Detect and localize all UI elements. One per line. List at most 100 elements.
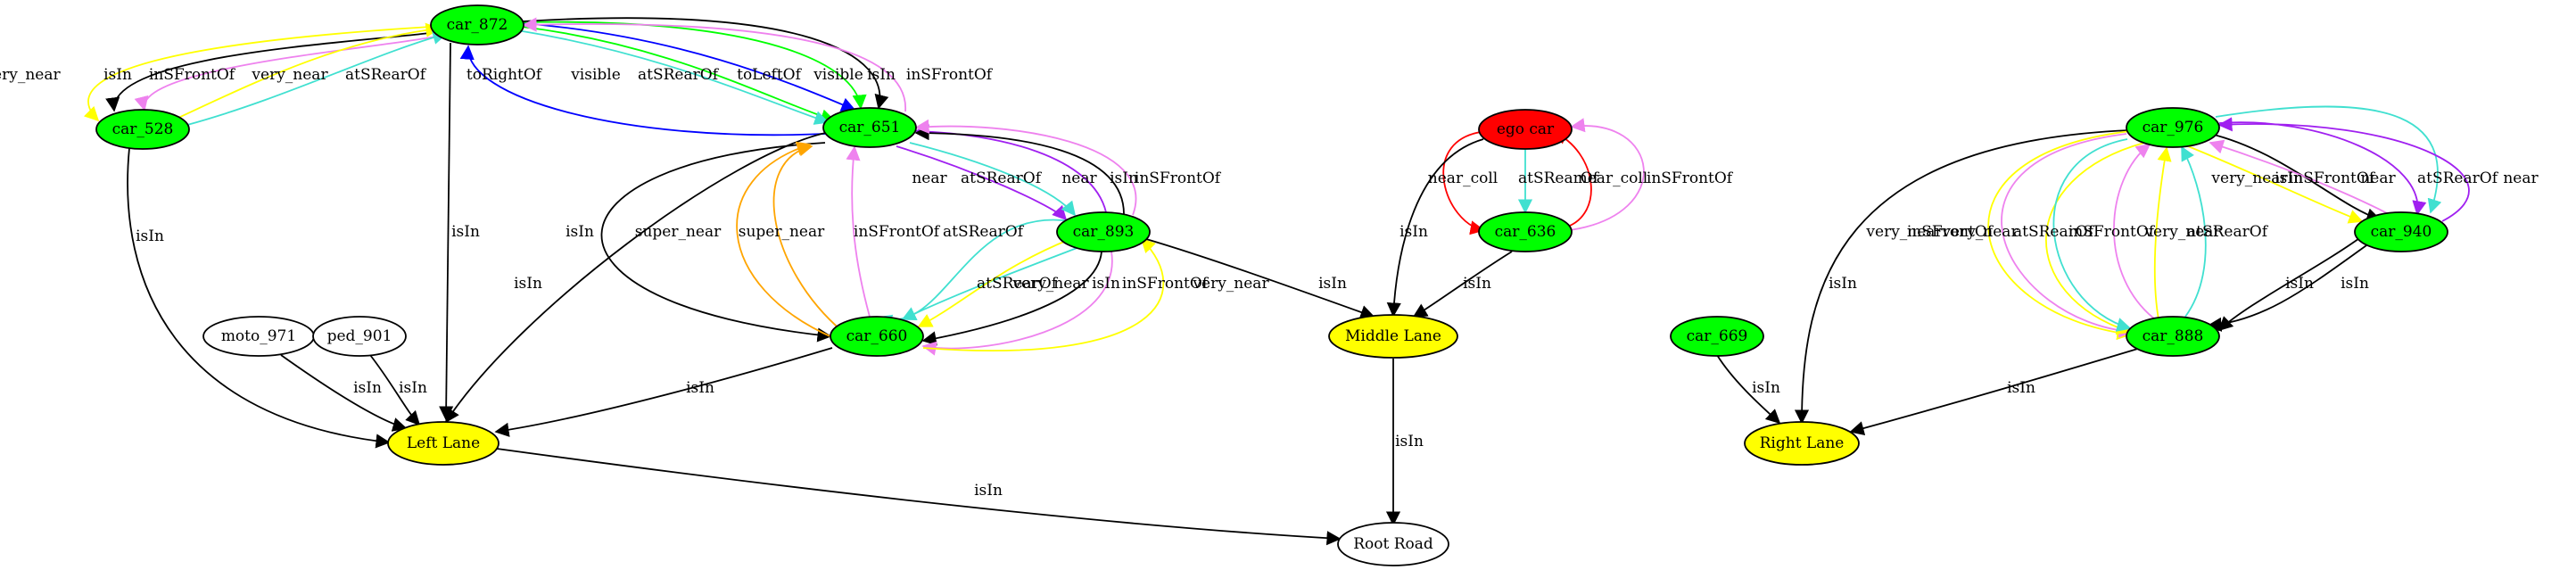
edge-label-e9: visible [570, 66, 621, 84]
edge-e32 [280, 354, 408, 432]
node-label: Left Lane [407, 434, 480, 452]
edge-label-e12: visible [813, 66, 863, 84]
edge-label-e52: atSRearOf [2187, 223, 2269, 241]
edge-labels-layer: very_nearisIninSFrontOfvery_nearatSRearO… [0, 66, 2539, 500]
node-ellipse [1744, 421, 1860, 466]
edge-label-e57: atSRearOf [2417, 169, 2499, 187]
edge-e55 [2209, 139, 2390, 215]
node-ped-901: ped_901 [312, 316, 407, 357]
edge-label-e58: near [2503, 169, 2539, 187]
node-label: car_872 [447, 16, 508, 34]
edge-label-e53: very_near [2210, 169, 2288, 187]
edge-label-e49: atSRearOf [2013, 223, 2095, 241]
edge-label-e22: atSRearOf [961, 169, 1043, 187]
edge-e11 [521, 22, 856, 112]
node-car-888: car_888 [2126, 316, 2220, 357]
node-ellipse [1478, 109, 1573, 150]
edge-label-e42: isIn [1395, 433, 1424, 450]
edge-e40 [1386, 138, 1484, 318]
edge-label-e3: inSFrontOf [149, 66, 236, 84]
edge-label-e39: inSFrontOf [1647, 169, 1734, 187]
edge-label-e19: inSFrontOf [854, 223, 941, 241]
edge-label-e27: very_near [1011, 275, 1089, 293]
edges-layer [83, 17, 2470, 546]
node-left-lane: Left Lane [387, 421, 500, 466]
edge-e59 [2217, 235, 2363, 332]
node-ellipse [312, 316, 407, 357]
node-label: car_669 [1687, 327, 1748, 345]
edge-e19 [846, 145, 871, 318]
node-label: Right Lane [1760, 434, 1845, 452]
edge-label-e28: isIn [1092, 275, 1120, 293]
node-label: Middle Lane [1345, 327, 1441, 345]
edge-label-e21: near [912, 169, 947, 187]
node-ellipse [1328, 314, 1458, 359]
edge-label-e60: isIn [2341, 275, 2369, 293]
node-car-872: car_872 [430, 4, 524, 45]
edge-label-e15: isIn [514, 275, 542, 293]
edge-label-e55: inSFrontOf [2289, 169, 2376, 187]
edge-label-e41: isIn [1463, 275, 1491, 293]
node-label: car_636 [1495, 223, 1556, 241]
edge-e47 [2001, 133, 2134, 338]
node-label: moto_971 [221, 327, 296, 345]
node-label: car_893 [1073, 223, 1135, 241]
edge-label-e29: inSFrontOf [1122, 275, 1210, 293]
edge-e18 [772, 142, 844, 333]
edge-label-e35: isIn [1318, 275, 1347, 293]
edge-e53 [2174, 140, 2364, 224]
node-car-940: car_940 [2354, 211, 2448, 252]
node-ellipse [1670, 316, 1764, 357]
edge-label-e24: isIn [1110, 169, 1138, 187]
edge-label-e38: near_coll [1578, 169, 1647, 187]
edge-label-e51: very_near [2143, 223, 2221, 241]
edge-e39 [1569, 118, 1645, 231]
edge-label-e50: inSFrontOf [2068, 223, 2156, 241]
node-ellipse [1337, 522, 1449, 566]
edge-e2 [105, 31, 438, 112]
edge-label-e18: super_near [739, 223, 825, 241]
edge-e21 [896, 145, 1068, 221]
edge-label-e17: super_near [635, 223, 722, 241]
node-ellipse [2126, 316, 2220, 357]
edge-e25 [914, 119, 1137, 216]
node-label: ego car [1497, 120, 1555, 138]
edge-label-e10: atSRearOf [638, 66, 720, 84]
edge-label-e40: isIn [1399, 223, 1428, 241]
edge-e17 [736, 141, 835, 339]
edge-e44 [1794, 129, 2131, 425]
edge-label-e45: isIn [2007, 379, 2035, 397]
edge-e31 [494, 347, 833, 437]
edge-e6 [127, 147, 391, 449]
edge-e29 [921, 251, 1113, 356]
edge-e38 [1552, 130, 1592, 228]
edge-e43 [1716, 354, 1781, 425]
node-label: car_940 [2371, 223, 2432, 241]
edge-e33 [369, 354, 421, 426]
edge-label-e59: isIn [2285, 275, 2314, 293]
edge-label-e13: isIn [867, 66, 896, 84]
edge-e57 [2215, 105, 2442, 214]
edge-label-e46: very_near [1865, 223, 1943, 241]
node-label: car_528 [112, 120, 174, 138]
node-label: car_660 [846, 327, 908, 345]
node-car-651: car_651 [822, 107, 917, 148]
edge-label-e48: very_near [1941, 223, 2019, 241]
edge-label-e25: inSFrontOf [1135, 169, 1222, 187]
edge-label-e11: toLeftOf [737, 66, 802, 84]
edge-e36 [1442, 131, 1485, 235]
edge-e58 [2217, 117, 2470, 222]
edge-e49 [2052, 138, 2132, 332]
edge-label-e43: isIn [1752, 379, 1780, 397]
edge-e50 [2113, 144, 2159, 323]
edge-label-e47: inSFrontOf [1907, 223, 1994, 241]
edge-e34 [496, 448, 1342, 546]
node-right-lane: Right Lane [1744, 421, 1860, 466]
edge-label-e31: isIn [686, 379, 714, 397]
edge-e16 [600, 142, 832, 343]
nodes-layer: car_872 car_528 car_651 car_893 car_660 moto_… [95, 4, 2448, 566]
node-ellipse [2126, 107, 2220, 148]
node-label: ped_901 [327, 327, 392, 345]
edge-e24 [914, 126, 1125, 215]
edge-label-e30: very_near [1192, 275, 1269, 293]
